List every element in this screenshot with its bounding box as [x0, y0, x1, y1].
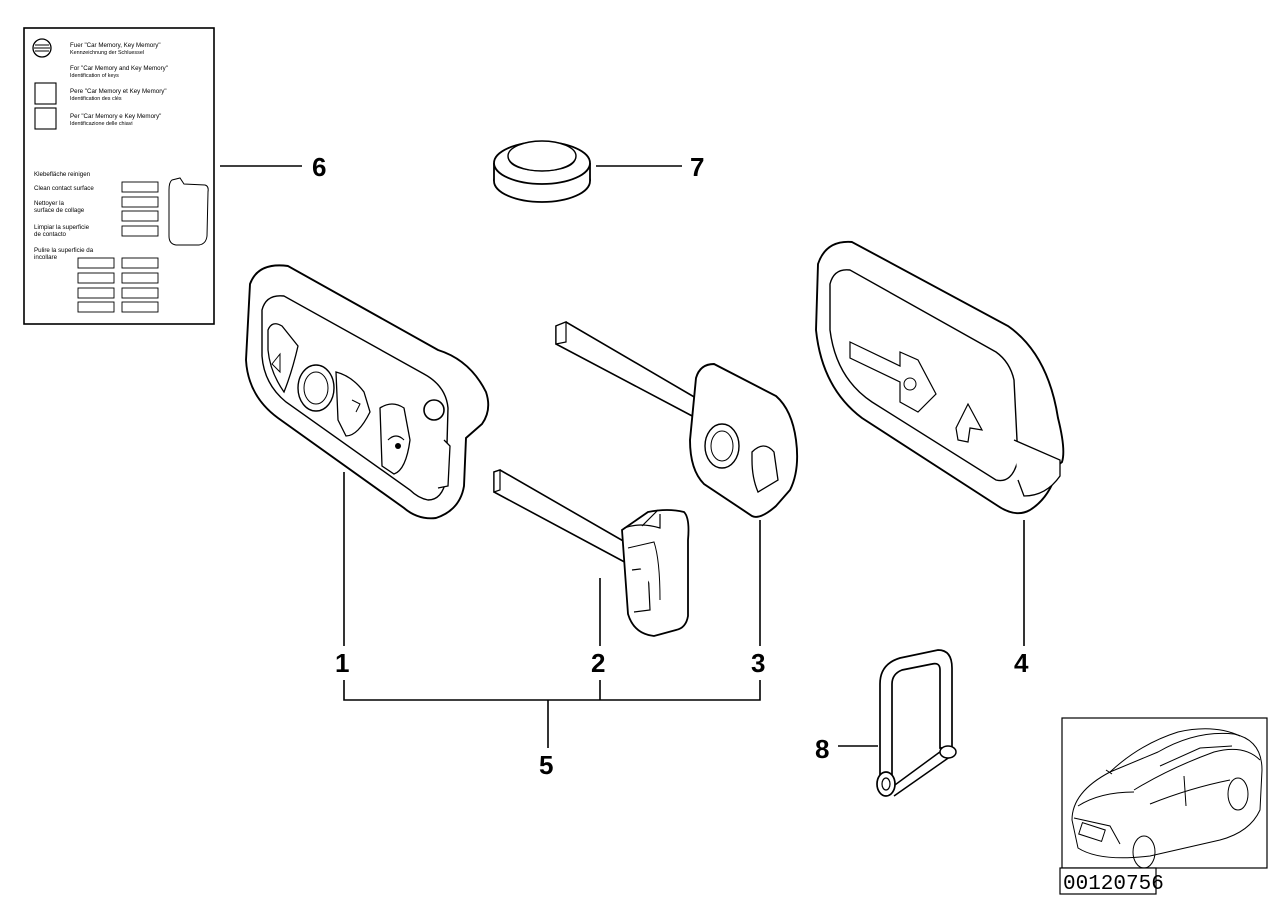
- bmw-logo-icon: [32, 38, 52, 58]
- card-clean3b: surface de collage: [34, 207, 85, 214]
- key-with-head: [555, 321, 799, 518]
- checkbox-1: [34, 82, 57, 105]
- card-clean4a: Limpiar la superficie: [34, 224, 90, 231]
- reference-label: 00120756: [1059, 867, 1164, 896]
- card-line4a: Per "Car Memory e Key Memory": [70, 113, 161, 120]
- callout-8: 8: [815, 734, 829, 764]
- remote-key-housing: [245, 264, 490, 520]
- card-line3a: Pere "Car Memory et Key Memory": [70, 88, 167, 95]
- card-clean2: Clean contact surface: [34, 185, 94, 192]
- card-line1b: Kennzeichnung der Schluessel: [70, 50, 144, 56]
- callout-7: 7: [690, 152, 704, 182]
- key-outline-icon: [168, 177, 209, 246]
- checkbox-2: [34, 107, 57, 130]
- callout-1: 1: [335, 648, 349, 678]
- battery-cell: [493, 140, 591, 203]
- callout-6: 6: [312, 152, 326, 182]
- card-clean5b: incollare: [34, 254, 58, 261]
- emergency-key-blade: [493, 469, 690, 637]
- card-clean1: Klebefläche reinigen: [34, 171, 91, 178]
- card-field-boxes: [77, 181, 159, 313]
- vehicle-thumbnail: [1061, 717, 1268, 869]
- card-clean5a: Pulire la superficie da: [34, 247, 94, 254]
- label-card: Fuer "Car Memory, Key Memory" Kennzeichn…: [23, 27, 215, 325]
- callout-3: 3: [751, 648, 765, 678]
- callout-5: 5: [539, 750, 553, 780]
- card-clean3a: Nettoyer la: [34, 200, 64, 207]
- callout-2: 2: [591, 648, 605, 678]
- card-line4b: Identificazione delle chiavi: [70, 121, 133, 127]
- card-line2b: Identification of keys: [70, 73, 119, 79]
- key-ring: [876, 649, 957, 797]
- group-bracket: [343, 680, 761, 701]
- key-rear-cover: [815, 240, 1065, 515]
- callout-4: 4: [1014, 648, 1029, 678]
- card-line2a: For "Car Memory and Key Memory": [70, 65, 168, 72]
- card-clean4b: de contacto: [34, 231, 67, 238]
- card-line3b: Identification des clés: [70, 96, 122, 102]
- card-line1a: Fuer "Car Memory, Key Memory": [70, 42, 161, 49]
- reference-number: 00120756: [1063, 873, 1164, 896]
